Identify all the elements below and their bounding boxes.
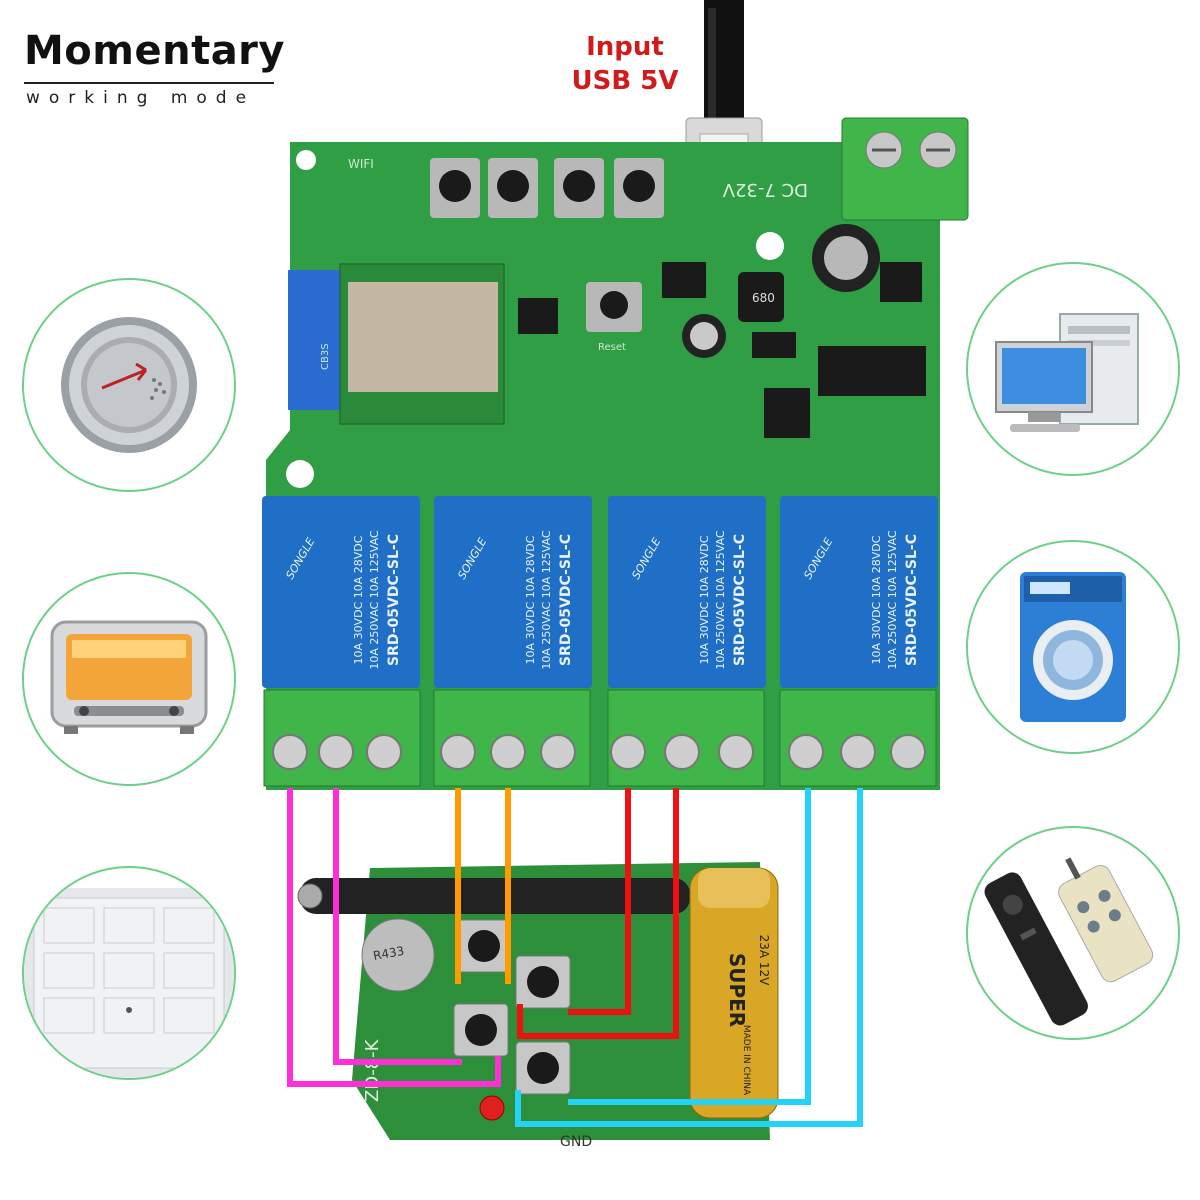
elevator-button-icon [61, 317, 197, 453]
output-terminal-blocks [263, 689, 937, 787]
wire-red-2 [517, 788, 679, 1039]
garage-door-circle [22, 866, 236, 1080]
washing-machine-circle [966, 540, 1180, 754]
desktop-computer-circle [966, 262, 1180, 476]
wire-red [568, 788, 631, 1015]
page-title: Momentary [24, 28, 285, 74]
inductor-label: 680 [752, 291, 775, 305]
relay-3-model: SRD-05VDC-SL-C [732, 534, 748, 666]
board-push-buttons [430, 158, 664, 332]
dc-label: DC 7-32V [722, 179, 808, 200]
desktop-computer-icon [995, 313, 1139, 432]
garage-door-icon [24, 888, 234, 1078]
relay-2-rating-1: 10A 250VAC 10A 125VAC [540, 530, 553, 670]
remote-gnd-label: GND [560, 1134, 592, 1150]
wire-magenta [287, 788, 501, 1087]
input-label-line2: USB 5V [571, 66, 679, 96]
battery-type: 23A 12V [757, 935, 771, 987]
elevator-button-circle [22, 278, 236, 492]
relay-1-model: SRD-05VDC-SL-C [386, 534, 402, 666]
washing-machine-icon [1020, 572, 1126, 722]
input-label: Input USB 5V [560, 30, 690, 98]
relay-2: SRD-05VDC-SL-C 10A 250VAC 10A 125VAC 10A… [434, 496, 592, 688]
title-underline [24, 82, 274, 84]
remote-antenna [300, 878, 690, 914]
relay-1-rating-2: 10A 30VDC 10A 28VDC [352, 535, 365, 664]
battery-origin: MADE IN CHINA [741, 1025, 751, 1096]
remote-pcb-label: ZD-8-K [362, 1038, 383, 1102]
toaster-oven-icon [50, 620, 208, 734]
relay-4-model: SRD-05VDC-SL-C [904, 534, 920, 666]
wifi-label: WIFI [348, 157, 374, 171]
input-label-line1: Input [586, 32, 664, 62]
input-terminal-block [841, 117, 969, 221]
remote-crystal [361, 918, 435, 992]
relay-4-rating-2: 10A 30VDC 10A 28VDC [870, 535, 883, 664]
remote-controls-circle [966, 826, 1180, 1040]
module-label: CB3S [320, 343, 331, 370]
crystal-label: R433 [372, 944, 405, 963]
wire-magenta-2 [333, 788, 462, 1065]
wifi-module-antenna [288, 270, 348, 410]
relay-1: SRD-05VDC-SL-C 10A 250VAC 10A 125VAC 10A… [262, 496, 420, 688]
relay-3: SRD-05VDC-SL-C 10A 250VAC 10A 125VAC 10A… [608, 496, 766, 688]
relay-3-rating-1: 10A 250VAC 10A 125VAC [714, 530, 727, 670]
remote-led [479, 1095, 505, 1121]
wire-cyan [568, 788, 811, 1105]
battery-brand: SUPER [725, 953, 749, 1027]
reset-label: Reset [598, 342, 626, 353]
relay-4-rating-1: 10A 250VAC 10A 125VAC [886, 530, 899, 670]
toaster-oven-circle [22, 572, 236, 786]
relay-1-rating-1: 10A 250VAC 10A 125VAC [368, 530, 381, 670]
relay-2-model: SRD-05VDC-SL-C [558, 534, 574, 666]
remote-controls-icon [984, 857, 1154, 1026]
remote-buttons [453, 919, 571, 1095]
relay-3-rating-2: 10A 30VDC 10A 28VDC [698, 535, 711, 664]
page-subtitle: working mode [26, 88, 256, 108]
relay-4: SRD-05VDC-SL-C 10A 250VAC 10A 125VAC 10A… [780, 496, 938, 688]
relay-2-rating-2: 10A 30VDC 10A 28VDC [524, 535, 537, 664]
wire-cyan-2 [515, 788, 863, 1127]
